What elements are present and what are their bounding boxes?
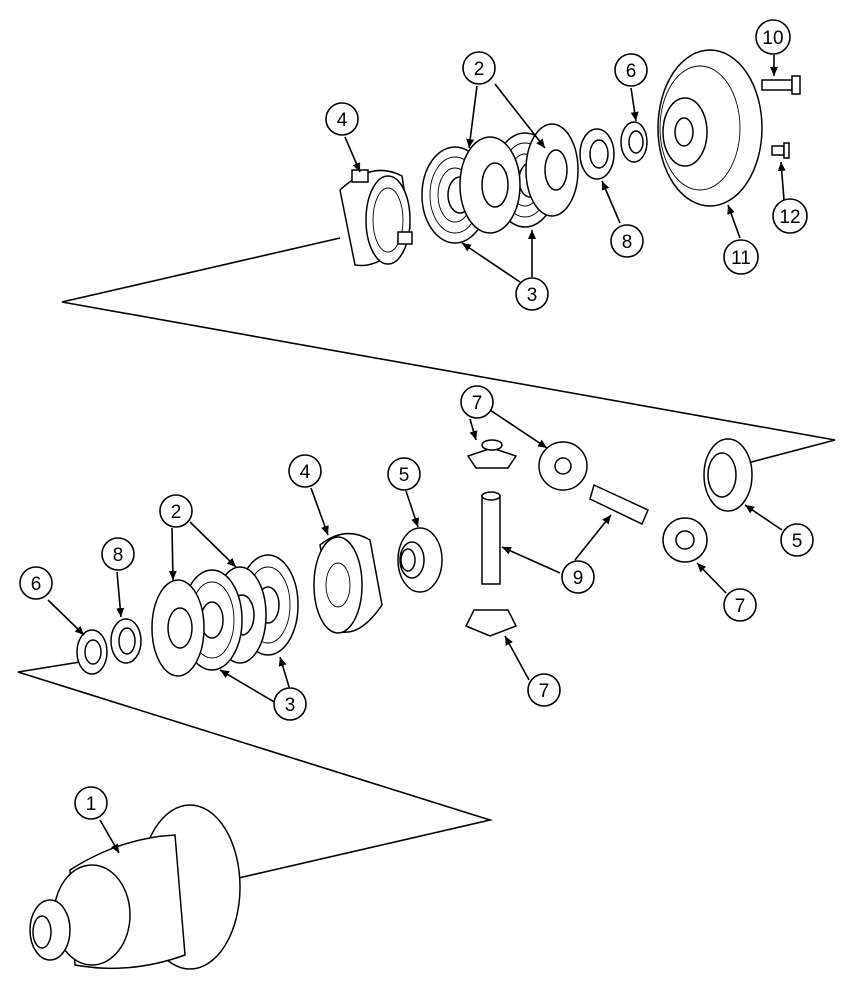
callout-number: 5 <box>399 465 410 486</box>
cross-shaft-short <box>589 483 649 526</box>
callout-number: 4 <box>300 462 311 483</box>
callout-number: 3 <box>527 285 538 306</box>
side-gear-right <box>703 438 753 512</box>
callout-c9: 9 <box>561 560 595 594</box>
callout-c2-top: 2 <box>462 51 496 85</box>
callout-number: 8 <box>113 545 124 566</box>
flanged-cover <box>657 49 763 207</box>
clutch-cage-middle <box>313 532 383 634</box>
tabbed-washer-top <box>620 121 648 163</box>
side-gear-left <box>397 527 443 593</box>
thrust-washer-left <box>110 618 142 664</box>
callout-c8-top: 8 <box>610 224 644 258</box>
pin <box>771 142 790 159</box>
callout-c10: 10 <box>755 19 791 55</box>
callout-c7-c: 7 <box>527 673 561 707</box>
callout-c7-b: 7 <box>723 588 757 622</box>
callout-number: 5 <box>792 531 803 552</box>
clutch-cage-top <box>339 169 413 267</box>
callout-number: 6 <box>626 61 637 82</box>
callout-c5-right: 5 <box>780 523 814 557</box>
pinion-gear-right <box>662 517 708 563</box>
callout-number: 2 <box>474 59 485 80</box>
callout-c6-top: 6 <box>614 53 648 87</box>
callout-c7-a: 7 <box>460 385 494 419</box>
callout-number: 8 <box>622 232 633 253</box>
callout-number: 12 <box>779 207 800 228</box>
callout-number: 6 <box>31 574 42 595</box>
callout-number: 4 <box>337 110 348 131</box>
assembly-axis-lines <box>17 237 836 881</box>
callout-c12: 12 <box>772 198 808 234</box>
callout-number: 3 <box>285 695 296 716</box>
callout-c5-left: 5 <box>387 457 421 491</box>
callout-number: 7 <box>735 596 746 617</box>
callout-c8-left: 8 <box>101 537 135 571</box>
steel-plate-top-1 <box>459 136 521 234</box>
differential-housing <box>29 804 241 970</box>
callout-number: 2 <box>171 502 182 523</box>
callout-number: 1 <box>86 794 97 815</box>
callout-c4-top: 4 <box>325 102 359 136</box>
callout-c2-left: 2 <box>159 494 193 528</box>
callout-c3-left: 3 <box>273 687 307 721</box>
callout-number: 11 <box>731 248 751 269</box>
callout-c6-left: 6 <box>19 566 53 600</box>
steel-plate-top-2 <box>525 123 579 217</box>
cross-shaft-long <box>481 491 501 585</box>
callout-c11: 11 <box>723 239 759 275</box>
pinion-gear-upper-right <box>538 441 588 491</box>
thrust-washer-top <box>579 128 615 180</box>
callout-c1: 1 <box>74 786 108 820</box>
pinion-gear-top <box>466 439 518 469</box>
tabbed-washer-left <box>76 629 108 675</box>
callout-c4-mid: 4 <box>288 454 322 488</box>
callout-number: 7 <box>539 681 550 702</box>
callout-number: 7 <box>472 393 483 414</box>
callout-number: 9 <box>573 568 584 589</box>
steel-plate-left-1 <box>151 579 205 677</box>
leader-lines <box>47 55 786 854</box>
callout-number: 10 <box>762 28 783 49</box>
bolt <box>761 75 801 95</box>
pinion-gear-bottom <box>464 609 518 637</box>
callout-c3-top: 3 <box>515 277 549 311</box>
